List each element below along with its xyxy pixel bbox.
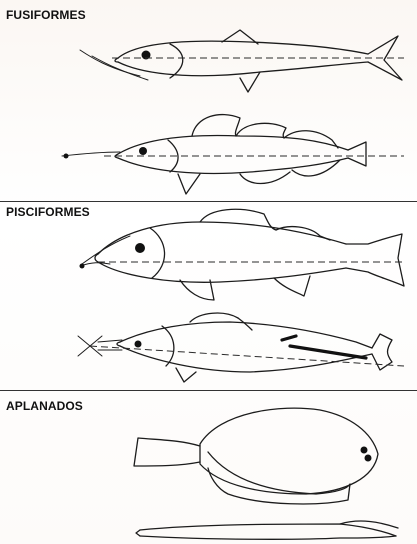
- flatfish-top-view-drawing: [134, 408, 378, 504]
- fusiform-fish-2-drawing: [62, 115, 404, 194]
- fusiform-fish-1-drawing: [80, 30, 404, 92]
- pisciform-fish-2-drawing: [78, 313, 404, 382]
- flatfish-side-view-drawing: [136, 521, 398, 539]
- pisciform-fish-1-drawing: [80, 209, 405, 300]
